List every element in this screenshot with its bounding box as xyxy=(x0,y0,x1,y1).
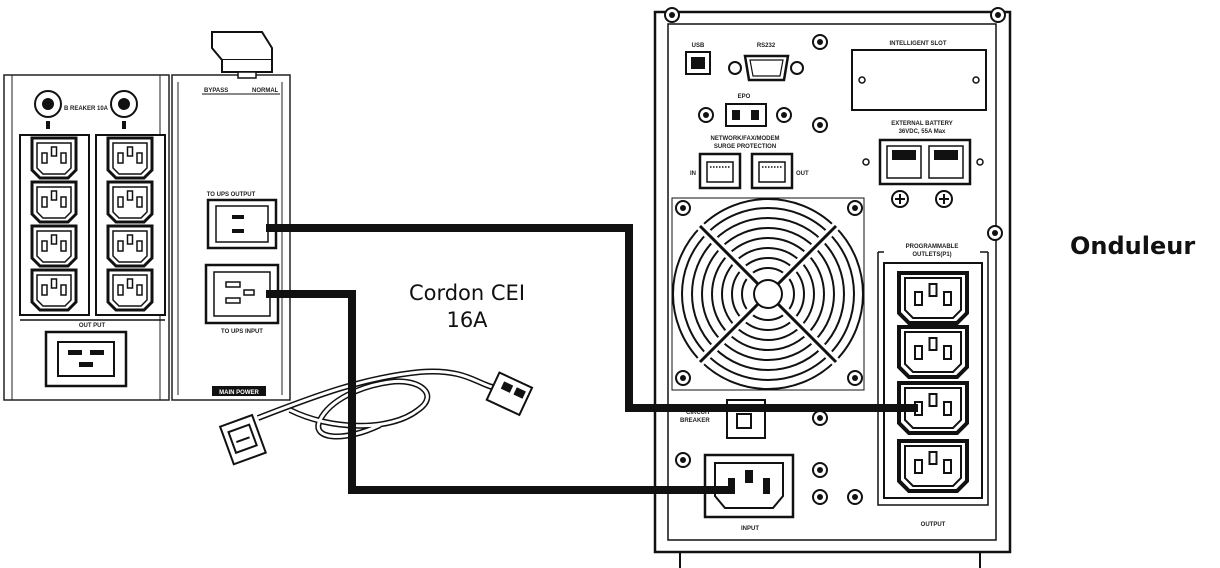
pdu-outlet-icon xyxy=(30,136,78,180)
ups-outlet-icon xyxy=(897,271,969,325)
screw-icon xyxy=(812,462,828,478)
network-in-label: IN xyxy=(690,171,696,177)
to-ups-input-label: TO UPS INPUT xyxy=(221,329,263,335)
epo-port-icon xyxy=(725,103,767,127)
bypass-switch-icon xyxy=(211,31,273,79)
surge-label: SURGE PROTECTION xyxy=(714,144,776,150)
ups-outlet-icon xyxy=(897,325,969,379)
pdu-unit: B REAKER 10A OUT PUT BYPA xyxy=(3,31,291,401)
bypass-label: BYPASS xyxy=(204,88,228,94)
cables xyxy=(218,224,918,494)
fan-grille-icon xyxy=(671,197,865,391)
breaker-label: B REAKER 10A xyxy=(64,106,109,112)
network-out-label: OUT xyxy=(796,171,809,177)
screw-icon xyxy=(776,107,792,123)
epo-label: EPO xyxy=(738,94,751,100)
screw-icon xyxy=(698,107,714,123)
output-label: OUTPUT xyxy=(921,522,946,528)
network-in-port-icon xyxy=(698,152,742,190)
ups-unit: USB RS232 EPO INTELLIGENT SLOT NETWORK/F xyxy=(653,7,1012,568)
pdu-outlet-icon xyxy=(106,224,154,268)
circuit-label: CIRCUIT xyxy=(686,410,711,416)
cord-label: Cordon CEI 16A xyxy=(382,280,552,334)
screw-icon xyxy=(847,200,863,216)
ups-title: Onduleur xyxy=(1070,232,1196,260)
cord-label-line1: Cordon CEI xyxy=(408,281,526,305)
breaker-knob-icon xyxy=(34,90,62,129)
pdu-outlet-icon xyxy=(106,180,154,224)
pdu-outlet-icon xyxy=(30,268,78,312)
screw-icon xyxy=(847,370,863,386)
intelligent-slot-label: INTELLIGENT SLOT xyxy=(890,41,947,47)
positive-terminal-icon xyxy=(891,190,909,208)
rs232-label: RS232 xyxy=(757,43,776,49)
screw-icon xyxy=(812,410,828,426)
to-ups-output-socket-icon xyxy=(206,198,278,250)
network-out-port-icon xyxy=(750,152,794,190)
positive-terminal-icon xyxy=(935,190,953,208)
screw-icon xyxy=(990,7,1006,23)
cord-label-line2: 16A xyxy=(446,308,488,332)
ups-outlet-icon xyxy=(897,439,969,493)
output-label: OUT PUT xyxy=(79,323,106,329)
network-label: NETWORK/FAX/MODEM xyxy=(711,136,780,142)
screw-icon xyxy=(812,34,828,50)
external-battery-rating: 36VDC, 55A Max xyxy=(899,129,946,135)
breaker-label: BREAKER xyxy=(680,418,710,424)
cable-pdu-output-to-ups-outlet xyxy=(266,224,918,412)
screw-icon xyxy=(675,370,691,386)
pdu-outlet-icon xyxy=(106,268,154,312)
pdu-outlet-icon xyxy=(106,136,154,180)
screw-icon xyxy=(812,117,828,133)
usb-port-icon xyxy=(685,51,711,75)
iec-cord-icon xyxy=(218,368,534,466)
input-label: INPUT xyxy=(741,526,759,532)
to-ups-output-label: TO UPS OUTPUT xyxy=(207,192,256,198)
usb-label: USB xyxy=(692,43,705,49)
screw-icon xyxy=(675,452,691,468)
screw-icon xyxy=(812,489,828,505)
breaker-knob-icon xyxy=(110,90,138,129)
screw-icon xyxy=(847,489,863,505)
programmable-outlets-label: PROGRAMMABLE xyxy=(906,244,959,250)
screw-icon xyxy=(987,225,1003,241)
rs232-port-icon xyxy=(728,54,804,82)
external-battery-label: EXTERNAL BATTERY xyxy=(891,121,953,127)
c19-socket-icon xyxy=(44,330,128,388)
main-power-badge xyxy=(212,386,266,396)
screw-icon xyxy=(664,7,680,23)
cable-pdu-input-to-ups-input xyxy=(266,290,732,494)
screw-icon xyxy=(675,200,691,216)
external-battery-connector-icon xyxy=(878,138,972,186)
pdu-outlet-icon xyxy=(30,224,78,268)
pdu-outlet-icon xyxy=(30,180,78,224)
main-power-label: MAIN POWER xyxy=(219,390,259,396)
programmable-outlets-sublabel: OUTLETS(P1) xyxy=(912,252,951,258)
normal-label: NORMAL xyxy=(252,88,279,94)
intelligent-slot-icon xyxy=(851,49,987,111)
